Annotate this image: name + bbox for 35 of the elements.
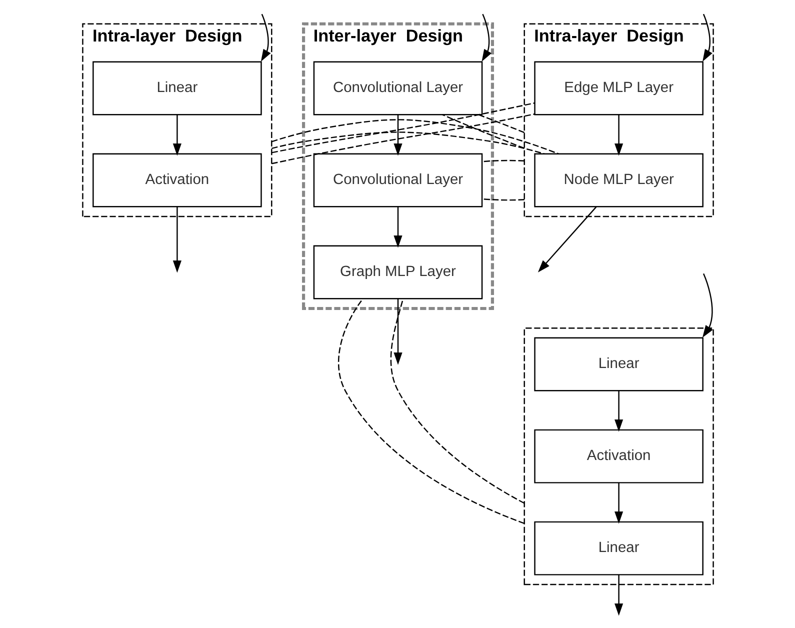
arrow: [393, 206, 402, 248]
arrow: [172, 206, 181, 273]
node-box: Edge MLP Layer: [534, 61, 703, 116]
node-box: Activation: [92, 153, 262, 208]
node-box: Convolutional Layer: [312, 61, 482, 116]
node-box: Convolutional Layer: [312, 153, 482, 208]
node-box: Activation: [534, 429, 703, 484]
node-box: Linear: [92, 61, 262, 116]
arrow: [702, 273, 712, 338]
connector: [271, 132, 544, 154]
connector: [482, 160, 524, 162]
arrow: [614, 114, 623, 156]
arrow: [481, 14, 492, 62]
connector: [478, 114, 524, 134]
connector: [338, 298, 524, 524]
connector: [270, 119, 558, 154]
connector: [442, 114, 524, 149]
arrow: [393, 298, 402, 365]
node-box: Linear: [534, 521, 703, 576]
node-box: Node MLP Layer: [534, 153, 703, 208]
arrow: [393, 114, 402, 156]
arrow: [702, 14, 712, 62]
arrow: [614, 482, 623, 524]
node-box: Graph MLP Layer: [312, 245, 482, 300]
arrow: [614, 390, 623, 432]
connector: [271, 102, 534, 154]
connector: [271, 113, 534, 164]
arrow: [614, 575, 623, 616]
arrow: [537, 206, 596, 272]
arrow: [260, 14, 270, 62]
connector: [390, 298, 524, 504]
connector: [482, 198, 524, 201]
node-box: Linear: [534, 337, 703, 392]
arrow: [172, 114, 181, 156]
cluster: [523, 328, 714, 586]
